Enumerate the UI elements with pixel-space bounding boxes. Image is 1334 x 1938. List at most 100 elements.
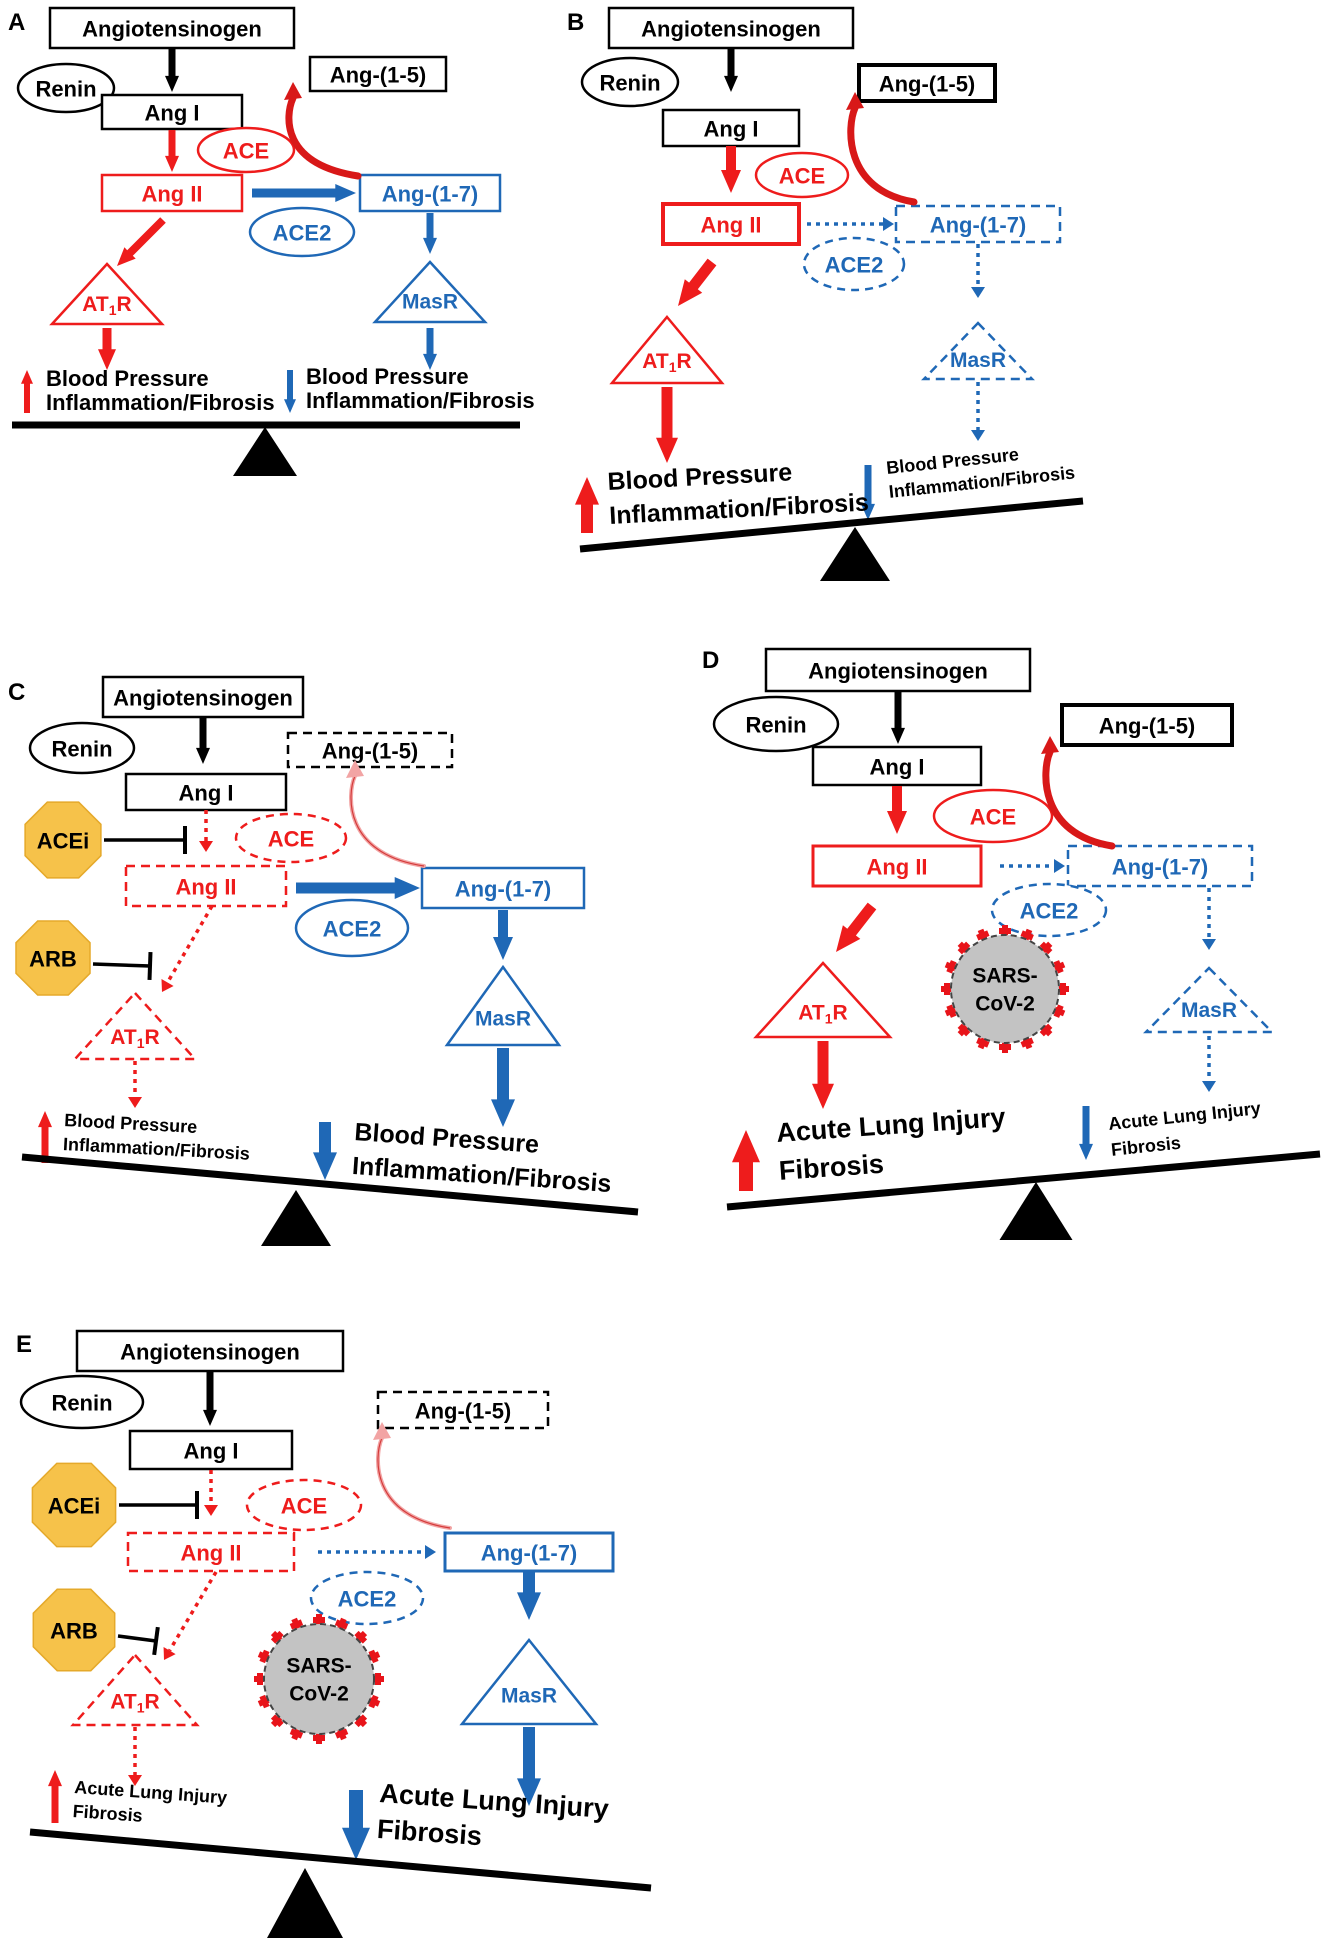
ace2-ellipse: ACE2 — [802, 236, 906, 292]
up-arrow-icon — [48, 1770, 62, 1823]
outcome-left-line2: Fibrosis — [778, 1149, 885, 1186]
sars-cov2-virus-line2: CoV-2 — [289, 1683, 349, 1706]
outcome-left-line2: Inflammation/Fibrosis — [46, 390, 275, 415]
sars-cov2-virus: SARS-CoV-2 — [254, 1614, 384, 1744]
arrow-at1r-outcome — [98, 328, 116, 370]
ang17-box-label: Ang-(1-7) — [455, 877, 552, 902]
ang2-box-label: Ang II — [141, 182, 202, 207]
at1r-triangle-label: AT1R — [110, 1026, 159, 1052]
angiotensinogen-box-label: Angiotensinogen — [641, 17, 821, 42]
arrow-at1r-outcome — [656, 387, 678, 463]
outcome-right-line2: Fibrosis — [1110, 1133, 1182, 1160]
ace2-ellipse-label: ACE2 — [323, 917, 382, 942]
arb-drug-label: ARB — [50, 1619, 98, 1644]
arrow-agt-ang1 — [724, 49, 738, 92]
angiotensinogen-box-label: Angiotensinogen — [120, 1340, 300, 1365]
ang1-box-label: Ang I — [179, 781, 234, 806]
ace-ellipse-label: ACE — [223, 139, 269, 164]
angiotensinogen-box: Angiotensinogen — [764, 647, 1032, 693]
sars-cov2-virus-line1: SARS- — [972, 965, 1037, 988]
ang1-box: Ang I — [128, 1429, 294, 1471]
ang15-box: Ang-(1-5) — [308, 55, 448, 93]
ang2-box: Ang II — [100, 173, 244, 213]
ang17-box: Ang-(1-7) — [420, 866, 586, 910]
triangle-fulcrum-icon — [999, 1182, 1073, 1240]
ang1-box: Ang I — [661, 108, 801, 148]
ace2-ellipse-label: ACE2 — [338, 1587, 397, 1612]
sars-cov2-virus: SARS-CoV-2 — [941, 925, 1069, 1053]
outcome-left-line2: Inflammation/Fibrosis — [63, 1134, 251, 1164]
arrow-ang2-at1r — [117, 217, 166, 266]
at1r-triangle: AT1R — [49, 262, 165, 326]
ace2-ellipse-label: ACE2 — [825, 253, 884, 278]
ang2-box: Ang II — [124, 864, 288, 908]
ang1-box: Ang I — [124, 772, 288, 812]
acei-drug: ACEi — [24, 801, 187, 879]
angiotensinogen-box-label: Angiotensinogen — [113, 686, 293, 711]
ang2-box: Ang II — [811, 844, 983, 888]
renin-ellipse: Renin — [712, 695, 840, 753]
seesaw-e-beam — [29, 1828, 652, 1892]
arrow-ang17-masr — [1202, 888, 1216, 950]
angiotensinogen-box-label: Angiotensinogen — [82, 17, 262, 42]
panel-letter: E — [16, 1331, 32, 1358]
angiotensinogen-box: Angiotensinogen — [48, 6, 296, 50]
at1r-triangle-label: AT1R — [82, 293, 131, 319]
down-arrow-icon — [284, 370, 296, 413]
inhibition-bar-icon — [92, 951, 153, 981]
ace-ellipse: ACE — [196, 126, 296, 174]
acei-drug: ACEi — [31, 1462, 199, 1548]
ace-curve-arrow — [346, 760, 426, 868]
down-arrow-icon — [861, 465, 875, 520]
masr-triangle: MasR — [1143, 966, 1275, 1034]
ace-curve-arrow — [284, 82, 362, 180]
renin-ellipse: Renin — [28, 721, 136, 775]
renin-ellipse: Renin — [16, 62, 116, 114]
outcome-left-line1: Blood Pressure — [607, 458, 793, 496]
acei-drug-label: ACEi — [37, 829, 90, 854]
angiotensinogen-box: Angiotensinogen — [101, 675, 305, 719]
arrow-masr-outcome — [517, 1727, 541, 1806]
inhibition-bar-icon — [119, 1491, 199, 1519]
arrow-ang1-ang2 — [199, 810, 213, 852]
arrow-ang2-at1r — [163, 1571, 218, 1660]
at1r-triangle: AT1R — [609, 315, 725, 385]
renin-ellipse-label: Renin — [599, 71, 660, 96]
ace2-ellipse: ACE2 — [309, 1570, 425, 1626]
outcome-right-line2: Inflammation/Fibrosis — [306, 388, 535, 413]
arrow-ang17-masr — [517, 1572, 541, 1620]
ace2-ellipse: ACE2 — [990, 882, 1108, 938]
arrow-ang17-masr — [493, 910, 513, 960]
triangle-fulcrum-icon — [267, 1868, 343, 1938]
ace2-ellipse: ACE2 — [248, 206, 356, 258]
seesaw-c — [21, 1153, 639, 1246]
arrow-ang2-ang17 — [1000, 859, 1065, 873]
ang15-box: Ang-(1-5) — [857, 63, 997, 103]
ace-ellipse: ACE — [234, 812, 348, 864]
arrow-ang1-ang2 — [887, 786, 907, 834]
arrow-at1r-outcome — [128, 1727, 142, 1786]
renin-ellipse: Renin — [19, 1374, 145, 1430]
ang17-box: Ang-(1-7) — [358, 173, 502, 213]
ang2-box: Ang II — [661, 202, 801, 246]
arb-drug: ARB — [32, 1588, 160, 1672]
renin-ellipse-label: Renin — [745, 713, 806, 738]
seesaw-a — [12, 421, 520, 476]
renin-ellipse-label: Renin — [51, 1391, 112, 1416]
masr-triangle: MasR — [921, 321, 1035, 381]
ang1-box: Ang I — [811, 745, 983, 787]
renin-ellipse-label: Renin — [51, 737, 112, 762]
arrow-agt-ang1 — [165, 49, 179, 92]
arb-drug-label: ARB — [29, 947, 77, 972]
up-arrow-icon — [21, 370, 33, 413]
arrow-at1r-outcome — [812, 1041, 834, 1109]
at1r-triangle-label: AT1R — [798, 1001, 847, 1026]
at1r-triangle: AT1R — [72, 991, 198, 1061]
at1r-triangle: AT1R — [753, 961, 893, 1039]
